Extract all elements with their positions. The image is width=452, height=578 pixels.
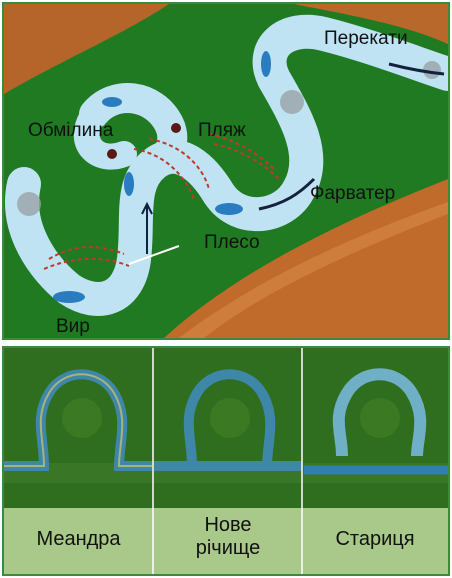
label-reach: Плесо: [204, 233, 260, 252]
label-fairway: Фарватер: [310, 184, 395, 203]
river-features-diagram: Перекати Обмілина Пляж Фарватер Плесо Ви…: [2, 2, 450, 340]
river-illustration: [4, 4, 448, 338]
beach-figure-1: [107, 149, 117, 159]
caption-oxbow: Стариця: [302, 528, 448, 551]
beach-figure-2: [171, 123, 181, 133]
caption-meander: Меандра: [4, 528, 153, 551]
shoal-right: [280, 90, 304, 114]
label-beach: Пляж: [198, 121, 246, 140]
label-shoal: Обмілина: [28, 121, 113, 140]
label-whirlpool: Вир: [56, 317, 90, 336]
shoal-left: [17, 192, 41, 216]
pool-whirlpool: [53, 291, 85, 303]
pool-mid: [124, 172, 134, 196]
oxbow-formation-sequence: Меандра Нове річище Стариця: [2, 346, 450, 576]
pool-upper: [261, 51, 271, 77]
label-rapids: Перекати: [324, 29, 408, 48]
shoal-rapids: [423, 61, 441, 79]
pool-reach: [215, 203, 243, 215]
caption-new-channel: Нове річище: [174, 514, 282, 560]
